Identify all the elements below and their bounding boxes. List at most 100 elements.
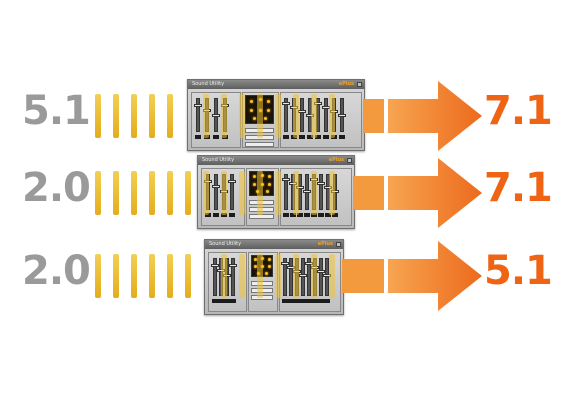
output-slider[interactable] (301, 258, 305, 296)
output-signal-block (363, 99, 384, 133)
channel-button[interactable] (325, 213, 331, 217)
channel-button[interactable] (221, 213, 227, 217)
volume-slider[interactable] (196, 98, 200, 132)
output-slider[interactable] (325, 258, 329, 296)
slider-knob[interactable] (299, 274, 307, 277)
slider-knob[interactable] (194, 104, 202, 107)
slider-knob[interactable] (282, 102, 290, 105)
output-slider[interactable] (319, 174, 323, 210)
signal-bar-overlay (311, 171, 317, 215)
volume-slider[interactable] (213, 258, 217, 296)
speaker-dot (249, 108, 253, 112)
target-format-label: 7.1 (484, 88, 553, 134)
output-slider[interactable] (289, 258, 293, 296)
channel-button[interactable] (213, 213, 219, 217)
channel-button[interactable] (294, 299, 300, 303)
channel-button[interactable] (282, 299, 288, 303)
signal-bar-overlay (239, 94, 245, 138)
slider-knob[interactable] (338, 114, 346, 117)
slider-knob[interactable] (228, 180, 236, 183)
speaker-dot (264, 117, 268, 121)
channel-button[interactable] (318, 299, 324, 303)
slider-knob[interactable] (282, 178, 290, 181)
signal-bar (95, 94, 101, 138)
speaker-dot (252, 117, 256, 121)
channel-button[interactable] (300, 299, 306, 303)
target-format-label: 7.1 (484, 165, 553, 211)
signal-bar (149, 94, 155, 138)
settings-control[interactable] (245, 142, 274, 147)
volume-slider[interactable] (214, 174, 218, 210)
output-slider[interactable] (283, 258, 287, 296)
close-button[interactable] (357, 82, 362, 87)
signal-bar-overlay (275, 94, 281, 138)
signal-bar (113, 171, 119, 215)
signal-bar (113, 254, 119, 298)
signal-bar (185, 254, 191, 298)
output-slider[interactable] (284, 174, 288, 210)
channel-button[interactable] (323, 135, 329, 139)
window-title: Sound Utility (209, 241, 242, 247)
channel-button[interactable] (311, 213, 317, 217)
volume-slider[interactable] (231, 258, 235, 296)
slider-knob[interactable] (298, 110, 306, 113)
channel-button[interactable] (318, 213, 324, 217)
channel-button[interactable] (283, 213, 289, 217)
signal-bar (185, 171, 191, 215)
source-format-label: 2.0 (22, 165, 91, 211)
signal-bar-overlay (257, 94, 263, 138)
channel-button[interactable] (297, 213, 303, 217)
speaker-dot (265, 190, 269, 193)
channel-button[interactable] (218, 299, 224, 303)
channel-button[interactable] (205, 213, 211, 217)
signal-bar (167, 254, 173, 298)
signal-bar-overlay (239, 171, 245, 215)
output-slider[interactable] (300, 98, 304, 132)
slider-knob[interactable] (212, 114, 220, 117)
channel-button[interactable] (195, 135, 201, 139)
channel-button[interactable] (324, 299, 330, 303)
volume-slider[interactable] (230, 174, 234, 210)
signal-bar-overlay (257, 254, 263, 298)
close-button[interactable] (336, 242, 341, 247)
signal-bar-overlay (293, 94, 299, 138)
channel-button[interactable] (213, 135, 219, 139)
slider-knob[interactable] (229, 264, 237, 267)
signal-bar-overlay (329, 94, 335, 138)
channel-button[interactable] (299, 135, 305, 139)
signal-bar-overlay (275, 171, 281, 215)
channel-button[interactable] (288, 299, 294, 303)
channel-button[interactable] (283, 135, 289, 139)
output-slider[interactable] (284, 98, 288, 132)
channel-button[interactable] (307, 135, 313, 139)
close-button[interactable] (347, 158, 352, 163)
slider-knob[interactable] (303, 190, 311, 193)
output-slider[interactable] (307, 258, 311, 296)
channel-button[interactable] (224, 299, 230, 303)
channel-button[interactable] (312, 299, 318, 303)
speaker-dot (249, 99, 253, 103)
channel-button[interactable] (212, 299, 218, 303)
channel-button[interactable] (229, 213, 235, 217)
output-slider[interactable] (324, 98, 328, 132)
slider-knob[interactable] (211, 264, 219, 267)
channel-button[interactable] (339, 135, 345, 139)
arrow-shape (388, 241, 482, 311)
target-format-label: 5.1 (484, 248, 553, 294)
channel-button[interactable] (306, 299, 312, 303)
speaker-dot (253, 175, 256, 178)
output-slider[interactable] (319, 258, 323, 296)
slider-knob[interactable] (317, 182, 325, 185)
channel-button[interactable] (315, 135, 321, 139)
channel-button[interactable] (230, 299, 236, 303)
slider-knob[interactable] (317, 270, 325, 273)
speaker-dot (267, 108, 271, 112)
channel-button[interactable] (304, 213, 310, 217)
slider-knob[interactable] (212, 185, 220, 188)
signal-bar-overlay (221, 94, 227, 138)
channel-button[interactable] (290, 213, 296, 217)
slider-knob[interactable] (281, 262, 289, 265)
channel-button[interactable] (332, 213, 338, 217)
